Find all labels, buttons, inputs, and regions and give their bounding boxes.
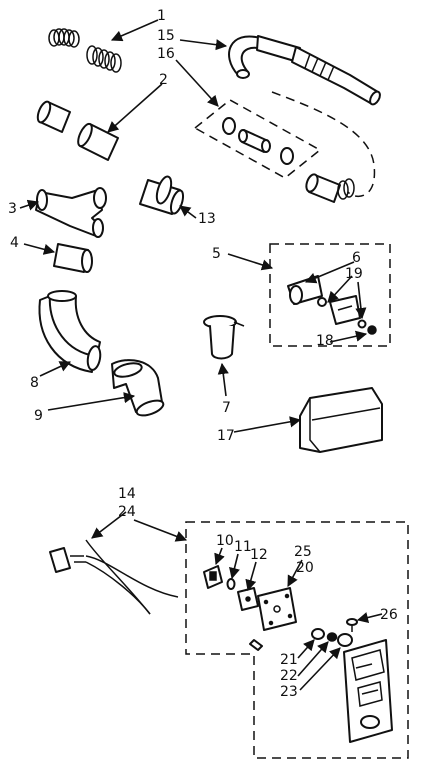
face-plate-part-25 [257, 587, 297, 631]
elbow-part-8 [38, 290, 102, 373]
hose-end-connector [305, 173, 355, 203]
detail-box-part-5 [269, 243, 391, 347]
elbow-part-9 [111, 359, 165, 417]
washer-part-22 [326, 632, 338, 642]
coupler-part-13 [139, 175, 185, 215]
vent-hood-part-17 [299, 387, 383, 453]
washer-18 [357, 319, 367, 329]
callout-16: 16 [157, 46, 175, 62]
callout-1: 1 [157, 8, 166, 24]
plate-part-12 [237, 587, 259, 611]
callout-labels: 1 15 16 2 3 4 13 5 6 19 18 8 9 7 17 14 2… [8, 8, 398, 700]
nut-18 [367, 325, 377, 335]
hose-dashed-path [271, 91, 376, 198]
callout-9: 9 [34, 408, 43, 424]
callout-13: 13 [198, 211, 216, 227]
callout-23: 23 [280, 684, 298, 700]
bracket-part-19 [329, 295, 361, 325]
power-cord-part-14 [49, 539, 179, 615]
hose-part-15 [228, 35, 381, 106]
callout-14: 14 [118, 486, 136, 502]
nut-part-21 [311, 628, 325, 640]
spring-part-1 [48, 28, 122, 73]
nozzle-part-6 [287, 275, 323, 305]
switch-part-10 [203, 565, 223, 589]
callout-26: 26 [380, 607, 398, 623]
leader-lines [19, 19, 383, 691]
control-box-part-24 [185, 521, 409, 759]
cup-part-7 [203, 315, 245, 360]
sleeve-part-2 [36, 100, 119, 161]
coupler-kit-part-16 [193, 99, 322, 179]
callout-11: 11 [234, 539, 252, 555]
callout-6: 6 [352, 250, 361, 266]
callout-19: 19 [345, 266, 363, 282]
callout-2: 2 [159, 72, 168, 88]
y-connector-part-3 [35, 187, 107, 238]
callout-17: 17 [217, 428, 235, 444]
callout-12: 12 [250, 547, 268, 563]
callout-21: 21 [280, 652, 298, 668]
spring-right [86, 45, 122, 73]
knob-part-23 [337, 633, 353, 647]
screw-left [249, 639, 263, 651]
callout-4: 4 [10, 235, 19, 251]
callout-25: 25 [294, 544, 312, 560]
callout-24: 24 [118, 504, 136, 520]
callout-20: 20 [296, 560, 314, 576]
callout-22: 22 [280, 668, 298, 684]
washer-19 [317, 297, 327, 307]
spring-left [48, 28, 80, 48]
callout-3: 3 [8, 201, 17, 217]
hose-nozzle [291, 46, 381, 106]
washer-part-11 [226, 578, 236, 590]
callout-10: 10 [216, 533, 234, 549]
control-panel-part-20 [343, 639, 393, 743]
callout-5: 5 [212, 246, 221, 262]
callout-15: 15 [157, 28, 175, 44]
callout-7: 7 [222, 400, 231, 416]
callout-8: 8 [30, 375, 39, 391]
coupler-part-4 [53, 243, 93, 273]
callout-18: 18 [316, 333, 334, 349]
